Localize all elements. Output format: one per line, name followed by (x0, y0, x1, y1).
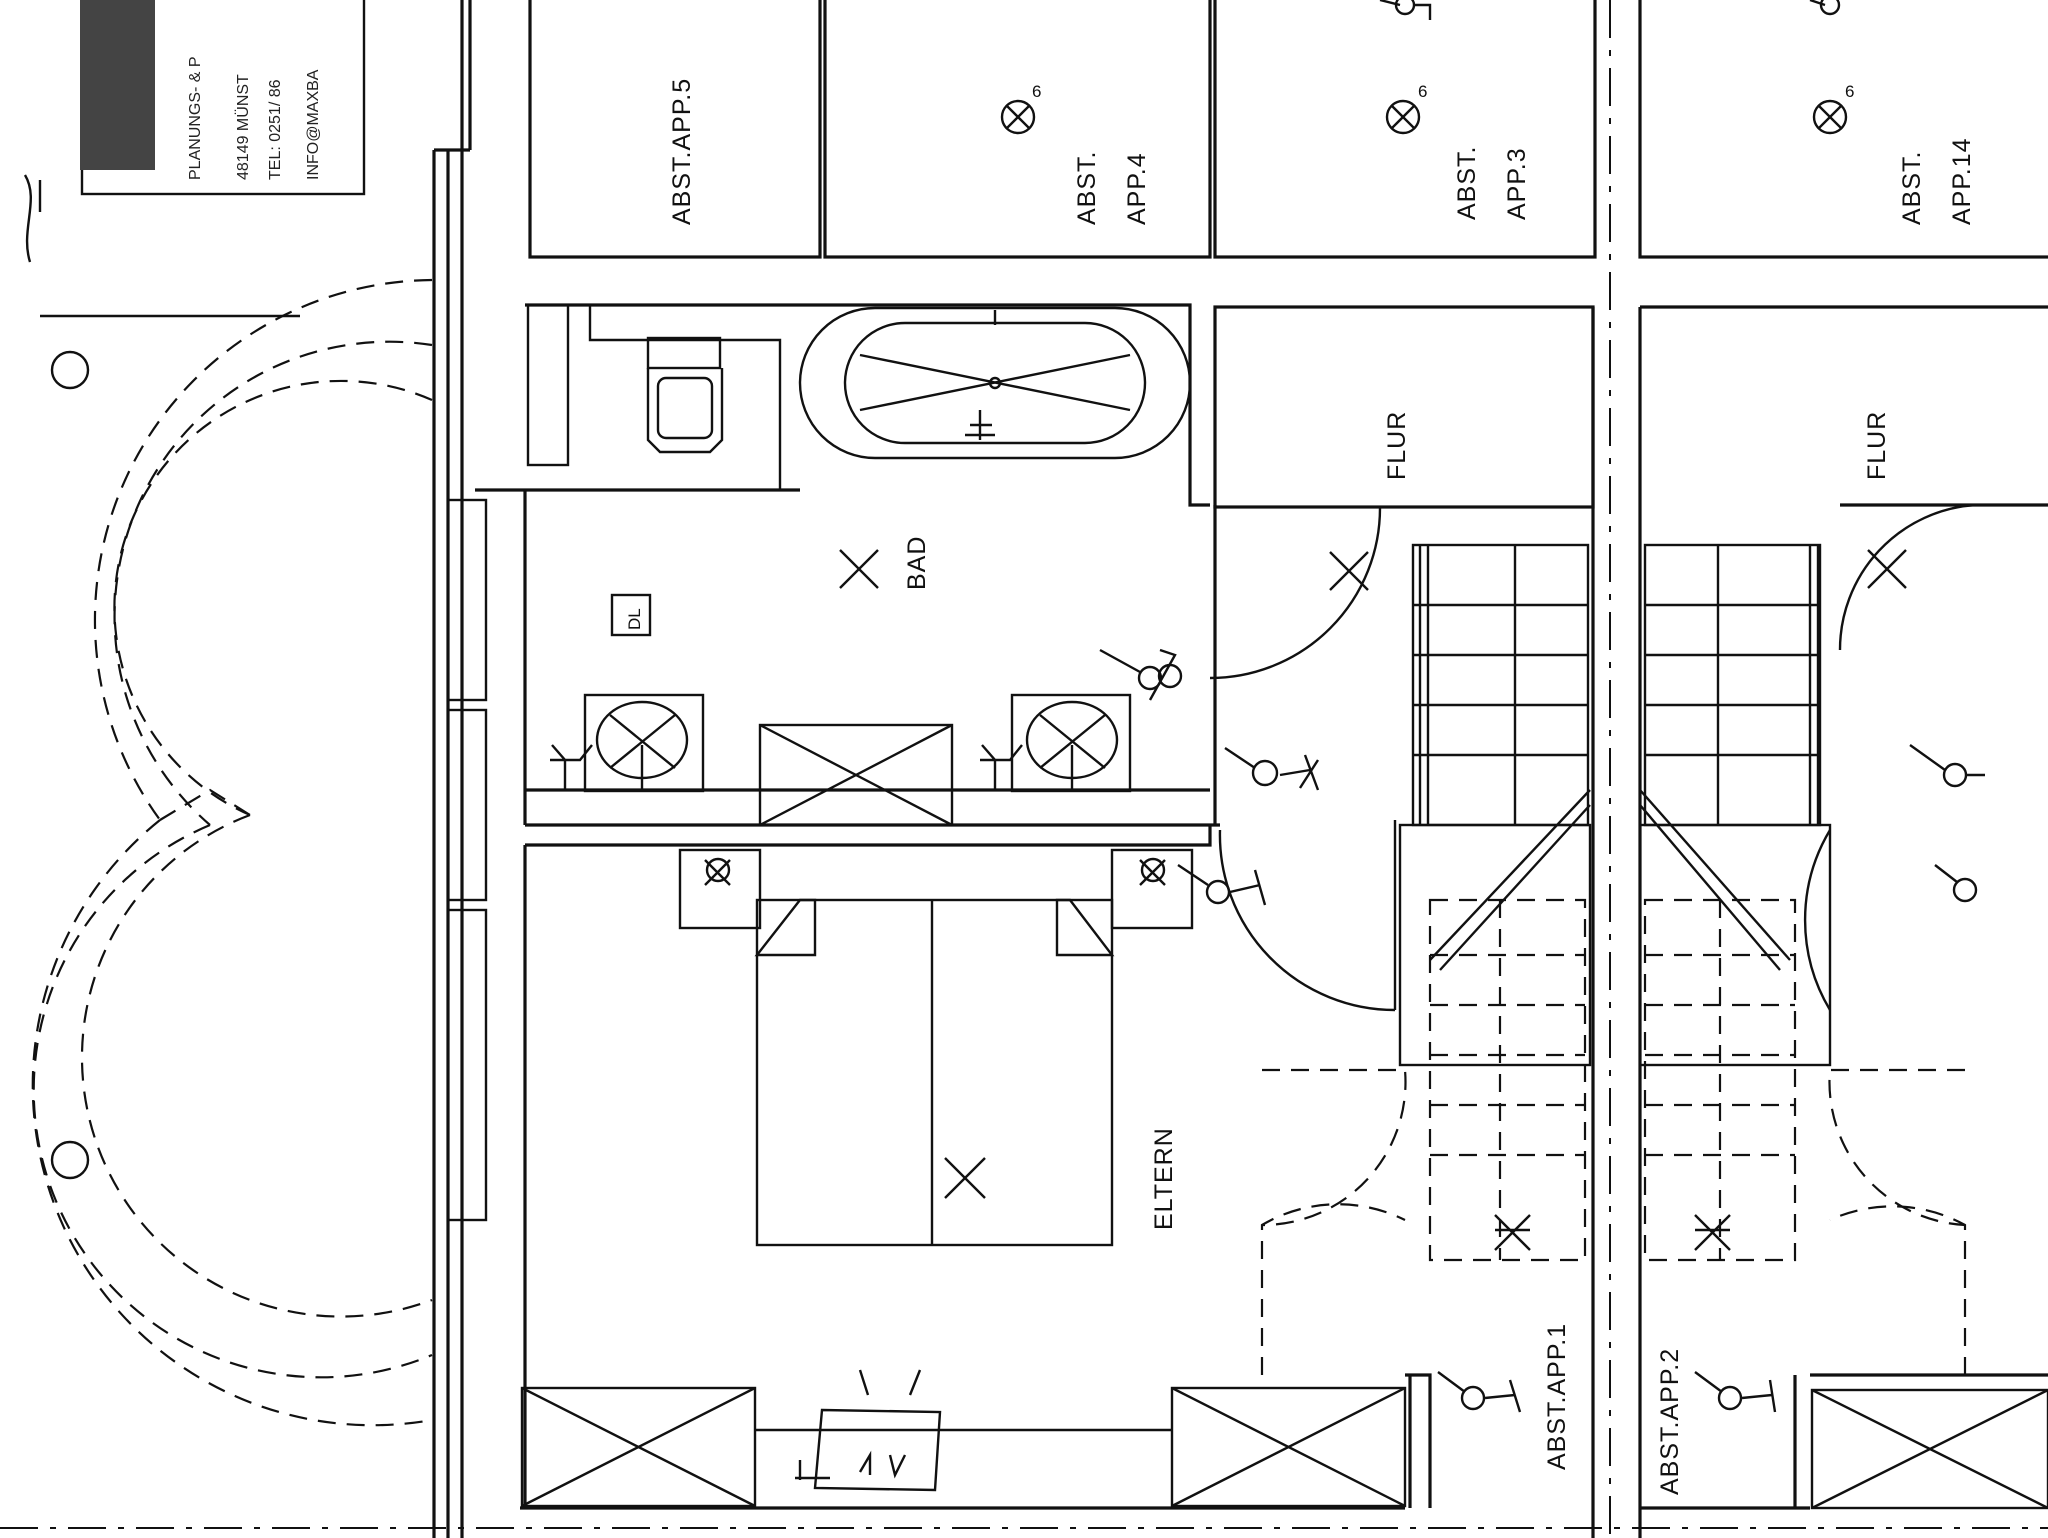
ceiling-outlet-icon (1494, 1214, 1531, 1251)
outlet-icon (550, 744, 593, 790)
switch-icon (1379, 0, 1432, 20)
title-line-3: TEL: 0251/ 86 (267, 79, 284, 180)
door-swing (1829, 1205, 1967, 1375)
shelf (526, 303, 570, 467)
handwritten-mark (23, 174, 42, 263)
door-swing (1828, 1068, 1966, 1227)
dl-label: DL (625, 608, 644, 630)
lamp-index: 6 (1418, 82, 1427, 101)
title-line-2: 48149 MÜNST (234, 74, 252, 180)
company-logo (80, 0, 155, 170)
ceiling-outlet-icon (944, 1157, 986, 1199)
nightstand (678, 848, 762, 930)
title-line-4: INFO@MAXBA (305, 69, 322, 180)
tv-desk-icon (795, 1369, 942, 1492)
room-label-abst-app5: ABST.APP.5 (668, 78, 696, 225)
room-label-flur-left: FLUR (1383, 411, 1411, 480)
door-swing (1261, 1068, 1407, 1227)
wardrobe (1170, 1386, 1407, 1508)
ceiling-outlet-icon (1694, 1214, 1731, 1251)
room-label-flur-right: FLUR (1863, 411, 1891, 480)
corridor-left: FLUR (1213, 305, 1595, 1538)
title-line-1: PLANUNGS- & P (187, 56, 204, 180)
toilet-icon (646, 336, 724, 454)
switch-icon (1809, 0, 1841, 16)
ventilation-box: DL (610, 593, 652, 637)
ceiling-outlet-icon (839, 549, 879, 589)
shaft (758, 723, 954, 827)
door-swing (1838, 503, 1976, 651)
room-label-eltern: ELTERN (1150, 1127, 1178, 1230)
wardrobe (1810, 1388, 2048, 1510)
switch-icon (1224, 747, 1320, 791)
room-label-abst-app4-line1: ABST. (1073, 151, 1101, 225)
nightstand (1110, 848, 1194, 930)
title-block: PLANUNGS- & P 48149 MÜNST TEL: 0251/ 86 … (23, 0, 366, 318)
bathtub-icon (798, 306, 1192, 460)
door-swing (1260, 1203, 1406, 1375)
room-label-abst-app14-line1: ABST. (1898, 151, 1926, 225)
staircase (1398, 543, 1832, 1262)
lamp-index: 6 (1032, 82, 1041, 101)
room-label-abst-app3-line1: ABST. (1453, 146, 1481, 220)
door-swing (1209, 507, 1382, 680)
window (446, 708, 488, 902)
room-label-bad: BAD (903, 536, 931, 590)
punch-hole (50, 1140, 90, 1180)
double-bed (754, 898, 1115, 1247)
lamp-outlet-icon (704, 857, 731, 886)
lamp-outlet-icon (1139, 857, 1166, 886)
ceiling-lamp-icon: 6 (1000, 82, 1041, 135)
door-swing (1218, 829, 1396, 1012)
ceiling-lamp-icon: 6 (1385, 82, 1427, 135)
window (446, 498, 488, 702)
corridor-right: FLUR (1638, 305, 2048, 1538)
lamp-index: 6 (1845, 82, 1854, 101)
room-label-abst-app14-line2: APP.14 (1948, 137, 1976, 225)
room-label-abst-app2: ABST.APP.2 (1656, 1348, 1684, 1495)
switch-icon (1437, 1371, 1522, 1413)
punch-hole (50, 350, 90, 390)
switch-icon (1909, 744, 1985, 788)
room-label-abst-app4-line2: APP.4 (1123, 152, 1151, 225)
top-storage-rooms (528, 0, 2048, 1538)
room-label-abst-app3-line2: APP.3 (1503, 147, 1531, 220)
door-swing (1803, 829, 1832, 1011)
room-label-abst-app1: ABST.APP.1 (1543, 1323, 1571, 1470)
bedroom-eltern: ELTERN (520, 825, 1967, 1510)
switch-icon (1934, 864, 1978, 903)
bathroom: BAD DL (475, 303, 1382, 827)
ceiling-outlet-icon (1329, 551, 1369, 591)
ceiling-lamp-icon: 6 (1812, 82, 1854, 135)
wardrobe (520, 1386, 757, 1508)
terrace-outline (31, 278, 433, 1427)
outlet-icon (980, 744, 1023, 790)
switch-icon (1177, 864, 1267, 906)
switch-icon (1099, 648, 1183, 701)
ceiling-outlet-icon (1867, 549, 1907, 589)
sink-icon (583, 693, 705, 793)
sink-icon (1010, 693, 1132, 793)
window (446, 908, 488, 1222)
switch-icon (1694, 1371, 1777, 1413)
bottom-storage-rooms: ABST.APP.1 ABST.APP.2 (1405, 1323, 2048, 1510)
